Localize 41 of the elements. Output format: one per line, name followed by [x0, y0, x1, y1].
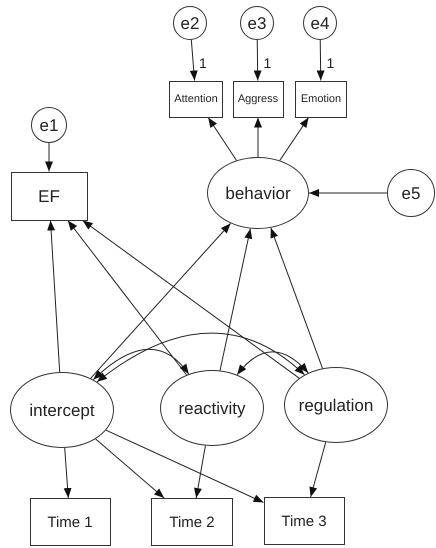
arrow — [82, 220, 300, 379]
arrow — [208, 117, 237, 161]
observed-variable-box: Attention — [169, 80, 223, 118]
arrow — [47, 220, 60, 373]
edge-label: 1 — [326, 56, 336, 70]
arrow — [279, 117, 310, 161]
arrow — [96, 332, 305, 382]
observed-variable-box: EF — [10, 172, 88, 220]
latent-variable-ellipse: reactivity — [160, 370, 264, 446]
edge-label: 1 — [262, 56, 272, 70]
arrow — [190, 39, 198, 81]
arrow — [95, 438, 165, 498]
arrow — [194, 445, 206, 498]
observed-variable-box: Time 3 — [264, 497, 344, 545]
arrow — [90, 222, 232, 379]
error-term-circle: e4 — [303, 6, 337, 40]
error-term-circle: e5 — [387, 169, 435, 217]
error-term-circle: e1 — [31, 107, 67, 143]
observed-variable-box: Time 2 — [151, 498, 233, 546]
observed-variable-box: Emotion — [295, 80, 347, 118]
latent-variable-ellipse: behavior — [207, 157, 309, 229]
arrow — [236, 351, 309, 376]
arrow — [64, 447, 72, 498]
arrow — [309, 442, 326, 498]
arrow — [270, 227, 323, 369]
arrow — [254, 40, 262, 81]
error-term-circle: e2 — [173, 6, 207, 40]
arrow — [67, 220, 188, 376]
arrow — [316, 40, 325, 81]
latent-variable-ellipse: intercept — [10, 372, 114, 448]
latent-variable-ellipse: regulation — [284, 367, 388, 443]
edge-label: 1 — [198, 56, 208, 70]
arrow — [254, 117, 262, 158]
observed-variable-box: Time 1 — [30, 498, 110, 546]
error-term-circle: e3 — [240, 6, 274, 40]
arrow — [308, 189, 388, 197]
arrow — [220, 228, 252, 371]
arrow — [106, 430, 264, 503]
arrow — [92, 348, 190, 380]
observed-variable-box: Aggress — [232, 80, 284, 118]
arrow — [45, 142, 53, 172]
